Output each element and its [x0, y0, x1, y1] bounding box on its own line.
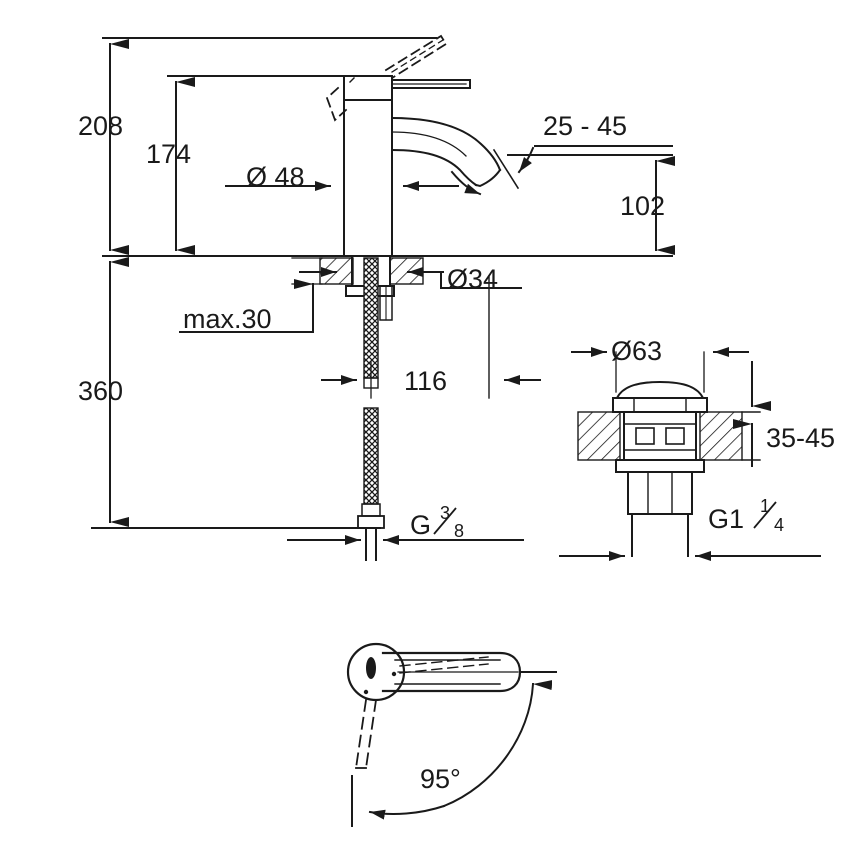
label-angle-95: 95° — [420, 764, 461, 794]
label-diameter-63: Ø63 — [611, 336, 662, 366]
label-diameter-48: Ø 48 — [246, 162, 305, 192]
label-diameter-34: Ø34 — [447, 264, 498, 294]
label-height-174: 174 — [146, 139, 191, 169]
label-range-25-45: 25 - 45 — [543, 111, 627, 141]
flexible-hose — [357, 407, 385, 561]
label-height-208: 208 — [78, 111, 123, 141]
label-length-116: 116 — [404, 366, 447, 396]
mounting-hardware — [345, 255, 395, 389]
label-projection-102: 102 — [620, 191, 665, 221]
label-thread-g38-numerator: 3 — [440, 503, 450, 523]
label-thread-g38-letter: G — [410, 510, 431, 540]
label-thread-g114-numerator: 1 — [760, 496, 770, 516]
label-thread-g114-denominator: 4 — [774, 515, 784, 535]
dimension-d34 — [423, 271, 522, 289]
handle-top-view — [346, 642, 557, 827]
dimension-d48 — [225, 167, 459, 205]
dimension-25-45 — [492, 145, 673, 190]
leader-spout-outlet — [450, 170, 482, 196]
basin-deck-section — [319, 257, 424, 285]
label-thread-g114: G1 1 4 — [708, 496, 784, 535]
label-deck-35-45: 35-45 — [766, 423, 835, 453]
dimension-116 — [321, 275, 541, 399]
label-max-30: max.30 — [183, 304, 272, 334]
faucet-body — [325, 34, 502, 257]
dimension-labels: 208 174 Ø 48 25 - 45 102 Ø34 max.30 116 … — [78, 111, 835, 794]
label-thread-g38-denominator: 8 — [454, 521, 464, 541]
drain-detail — [559, 347, 821, 561]
label-height-360: 360 — [78, 376, 123, 406]
label-thread-g38: G 3 8 — [410, 503, 464, 541]
label-thread-g114-letter: G1 — [708, 504, 744, 534]
